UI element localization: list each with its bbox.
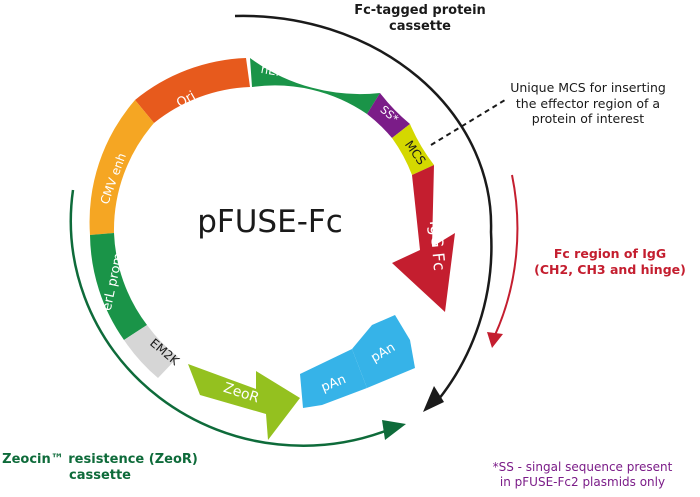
fc-cassette-arrowhead: [423, 386, 444, 412]
mcs-note: Unique MCS for inserting the effector re…: [478, 80, 698, 127]
mcs-leader-line: [430, 99, 506, 146]
segment-igg-fc: [392, 165, 455, 312]
fc-cassette-label: Fc-tagged protein cassette: [310, 3, 530, 36]
ss-footnote-line-1: *SS - singal sequence present: [492, 460, 673, 474]
segment-zeor: [188, 364, 300, 440]
segment-hferl-prom: [90, 233, 147, 340]
zeocin-label: Zeocin™ resistence (ZeoR) cassette: [0, 452, 200, 485]
zeor-cassette-arrowhead: [382, 420, 406, 440]
segment-ori: [135, 58, 250, 123]
fc-region-label: Fc region of IgG (CH2, CH3 and hinge): [520, 246, 700, 277]
label-igg-fc: IgG Fc: [426, 220, 449, 272]
zeocin-line-2: cassette: [68, 468, 132, 484]
segment-hef1a-prom: [250, 58, 380, 114]
fc-cassette-arc: [234, 14, 493, 406]
mcs-note-line-2: the effector region of a: [515, 95, 661, 111]
segment-em2k: [124, 325, 178, 378]
segment-pan-2: [352, 315, 415, 388]
fc-region-line-2: (CH2, CH3 and hinge): [534, 261, 686, 277]
fc-cassette-line-2: cassette: [388, 19, 452, 35]
segment-pan-1: [300, 349, 367, 408]
zeor-cassette-arc: [69, 189, 389, 447]
fc-cassette-line-1: Fc-tagged protein: [354, 3, 486, 18]
fc-region-line-1: Fc region of IgG: [553, 246, 667, 261]
ss-footnote-line-2: in pFUSE-Fc2 plasmids only: [499, 475, 666, 489]
plasmid-title: pFUSE-Fc: [197, 204, 343, 240]
segment-ss: [367, 93, 410, 138]
ss-footnote: *SS - singal sequence present in pFUSE-F…: [470, 460, 695, 490]
zeocin-line-1: Zeocin™ resistence (ZeoR): [2, 452, 198, 467]
fc-region-arc: [494, 174, 519, 336]
mcs-note-line-1: Unique MCS for inserting: [510, 80, 666, 95]
mcs-note-line-3: protein of interest: [531, 111, 645, 127]
segment-cmv-enh: [89, 100, 154, 235]
segment-mcs: [392, 124, 434, 175]
fc-region-arrowhead: [487, 332, 503, 348]
